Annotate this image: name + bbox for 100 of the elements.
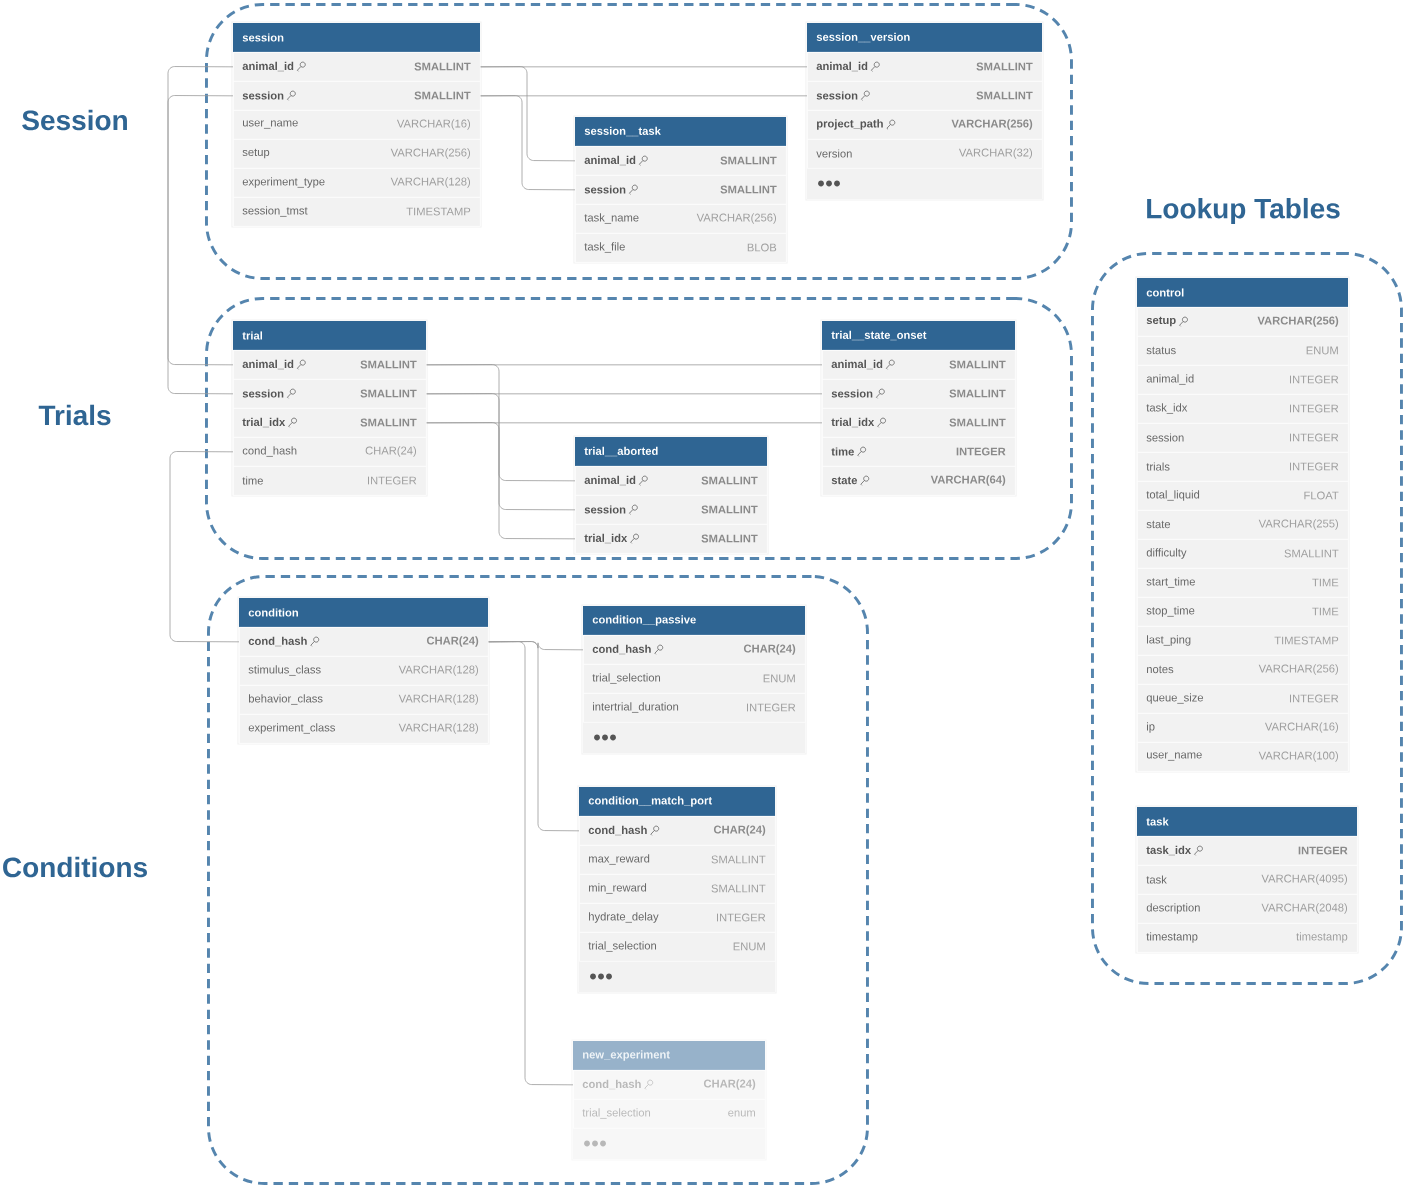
table-row: session SMALLINT (233, 81, 481, 111)
node-label: cond_hash (248, 636, 307, 647)
node-label: SMALLINT (701, 534, 758, 543)
node-label: CHAR(24) (426, 636, 479, 647)
node-label: SMALLINT (360, 418, 417, 427)
node-label: project_path (817, 119, 883, 130)
node-label: trial_idx (242, 417, 286, 428)
table-row: session SMALLINT (233, 379, 427, 409)
node-label: animal_id (242, 359, 294, 370)
table-row: session INTEGER (1137, 423, 1349, 453)
node-label: session (242, 389, 284, 398)
node-label: SMALLINT (976, 62, 1033, 71)
table-row: timestamp timestamp (1137, 923, 1358, 953)
connector-line (480, 95, 576, 191)
table-row: animal_id SMALLINT (807, 52, 1043, 82)
table-row: trial_selection enum (573, 1099, 766, 1129)
table-row: animal_id INTEGER (1137, 365, 1349, 395)
table-row: user_name VARCHAR(16) (233, 110, 481, 140)
table-row: trial_selection ENUM (579, 932, 776, 962)
node-label: session (584, 505, 626, 514)
node-label: session (816, 91, 858, 100)
node-label: animal_id (584, 475, 636, 486)
node-label: session (242, 91, 284, 100)
table-row: animal_id SMALLINT (575, 146, 787, 176)
table-row: last_ping TIMESTAMP (1137, 626, 1349, 656)
table-row: session SMALLINT (807, 81, 1043, 111)
node-label: cond_hash (582, 1079, 641, 1090)
table-row: experiment_class VARCHAR(128) (239, 714, 489, 744)
table-row: cond_hash CHAR(24) (239, 627, 489, 657)
table-row: state VARCHAR(64) (822, 466, 1016, 496)
connector-line (426, 422, 576, 540)
node-label: SMALLINT (360, 389, 417, 398)
node-label: task_idx (1146, 845, 1192, 856)
node-label: animal_id (584, 155, 636, 166)
connector-line (167, 66, 234, 366)
node-label: VARCHAR(256) (951, 119, 1033, 130)
node-label: SMALLINT (720, 156, 777, 165)
table-row: setup VARCHAR(256) (1137, 307, 1349, 337)
table-row: difficulty SMALLINT (1137, 539, 1349, 569)
node-label: trial_idx (831, 417, 875, 428)
group-heading: Conditions (3, 856, 147, 878)
table-row: animal_id SMALLINT (575, 466, 768, 496)
connector-line (167, 95, 234, 395)
node-label: SMALLINT (976, 91, 1033, 100)
node-label: cond_hash (592, 644, 651, 655)
node-label: VARCHAR(64) (930, 475, 1006, 486)
node-label: SMALLINT (414, 62, 471, 71)
node-label: SMALLINT (360, 360, 417, 369)
connector-line (169, 451, 240, 643)
node-label: SMALLINT (414, 91, 471, 100)
connector-line (488, 641, 574, 1086)
node-label: session (831, 389, 873, 398)
table-row: stop_time TIME (1137, 597, 1349, 627)
table-row: notes VARCHAR(256) (1137, 655, 1349, 685)
table-row: hydrate_delay INTEGER (579, 903, 776, 933)
node-label: SMALLINT (701, 505, 758, 514)
node-label: INTEGER (1298, 846, 1348, 855)
node-label: time (831, 447, 854, 456)
table-row: animal_id SMALLINT (233, 350, 427, 380)
node-label: INTEGER (956, 447, 1006, 456)
node-label: CHAR(24) (743, 644, 796, 655)
node-label: animal_id (831, 359, 883, 370)
table-row: version VARCHAR(32) (807, 139, 1043, 169)
group-heading: Session (22, 109, 127, 131)
table-row: task_idx INTEGER (1137, 394, 1349, 424)
node-label: SMALLINT (949, 418, 1006, 427)
table-row: min_reward SMALLINT (579, 874, 776, 904)
table-row: session SMALLINT (822, 379, 1016, 409)
group-heading: Trials (38, 404, 111, 426)
table-row: cond_hash CHAR(24) (573, 1070, 766, 1100)
group-heading: Lookup Tables (1147, 197, 1340, 225)
table-row: task VARCHAR(4095) (1137, 865, 1358, 895)
node-label: SMALLINT (720, 185, 777, 194)
node-label: SMALLINT (701, 476, 758, 485)
table-row: user_name VARCHAR(100) (1137, 742, 1349, 772)
table-row: cond_hash CHAR(24) (583, 635, 806, 665)
table-row: session SMALLINT (575, 495, 768, 525)
table-row: session SMALLINT (575, 175, 787, 205)
node-label: animal_id (816, 61, 868, 72)
table-row: task_file BLOB (575, 233, 787, 263)
table-row: description VARCHAR(2048) (1137, 894, 1358, 924)
node-label: CHAR(24) (713, 825, 766, 836)
table-row: start_time TIME (1137, 568, 1349, 598)
node-label: setup (1146, 316, 1176, 327)
table-row: task_name VARCHAR(256) (575, 204, 787, 234)
table-row: state VARCHAR(255) (1137, 510, 1349, 540)
table-row: trial_selection ENUM (583, 664, 806, 694)
table-row: project_path VARCHAR(256) (807, 110, 1043, 140)
table-row: trial_idx SMALLINT (822, 408, 1016, 438)
node-label: trial_idx (584, 533, 628, 544)
table-row: time INTEGER (233, 466, 427, 496)
node-label: animal_id (242, 61, 294, 72)
table-row: total_liquid FLOAT (1137, 481, 1349, 511)
table-row: animal_id SMALLINT (233, 52, 481, 82)
connector-line (480, 66, 576, 162)
table-row: task_idx INTEGER (1137, 836, 1358, 866)
node-label: SMALLINT (949, 360, 1006, 369)
table-row: trials INTEGER (1137, 452, 1349, 482)
table-row: status ENUM (1137, 336, 1349, 366)
node-label: cond_hash (588, 825, 647, 836)
